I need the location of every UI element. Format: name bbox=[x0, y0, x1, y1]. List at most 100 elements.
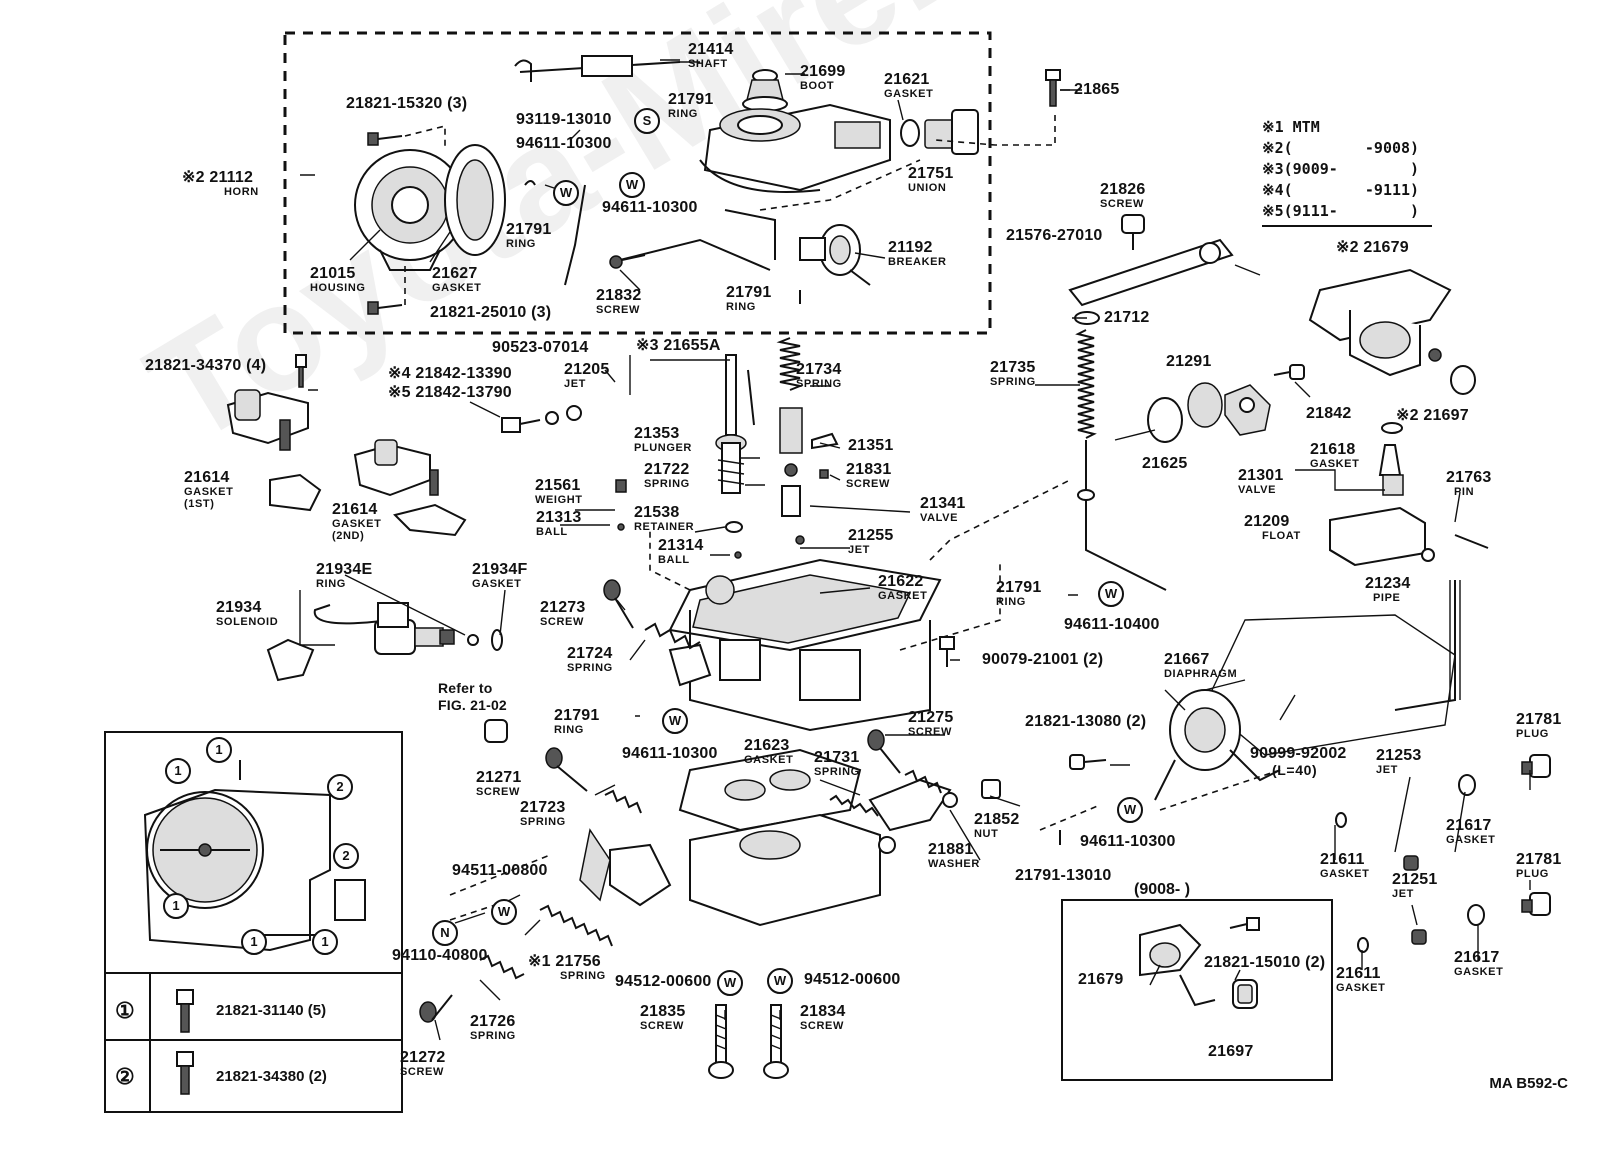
screw-21834 bbox=[763, 1004, 789, 1079]
plug-21697-inset bbox=[1232, 979, 1258, 1009]
legend-row-2: ※2( -9008) bbox=[1262, 139, 1420, 157]
gasket-21614-1st bbox=[269, 473, 322, 512]
horn-housing-21015 bbox=[354, 149, 466, 271]
pump-plunger-21353 bbox=[715, 354, 747, 494]
ring-21791 bbox=[524, 180, 536, 186]
table-ref-1: ① bbox=[115, 998, 135, 1023]
label-21821-15010: 21821-15010 (2) bbox=[1204, 954, 1326, 971]
plug-21697 bbox=[1450, 365, 1476, 395]
ball-21313 bbox=[617, 523, 625, 531]
screw-21865 bbox=[1045, 69, 1061, 107]
legend-row-1: ※1 MTM bbox=[1262, 118, 1320, 136]
variant-legend: ※1 MTM ※2( -9008) ※3(9009- ) ※4( -9111) … bbox=[1262, 118, 1432, 227]
valve-21301 bbox=[1378, 444, 1404, 496]
refer-note: Refer to FIG. 21-02 bbox=[438, 680, 507, 713]
screw-21826 bbox=[1121, 214, 1145, 250]
gasket-21623 bbox=[678, 748, 862, 832]
screw-21272 bbox=[419, 994, 453, 1023]
label-94611-10300-d: 94611-10300 bbox=[1080, 833, 1176, 850]
label-21821-15320: 21821-15320 (3) bbox=[346, 95, 468, 112]
label-21679: ※2 21679 bbox=[1336, 239, 1409, 256]
jet-21205 bbox=[747, 369, 755, 426]
pump-rod bbox=[1085, 440, 1167, 591]
screw-21821-15010 bbox=[1229, 917, 1260, 931]
fitting-ref bbox=[484, 719, 508, 743]
ref-circle-1: 1 bbox=[241, 929, 267, 955]
bracket-21842 bbox=[353, 439, 439, 497]
label-90079-21001: 90079-21001 (2) bbox=[982, 651, 1104, 668]
label-21842-13790: ※5 21842-13790 bbox=[388, 384, 512, 401]
inset-box-9008 bbox=[1061, 899, 1333, 1081]
weight-21561 bbox=[615, 479, 627, 493]
label-21842-13390: ※4 21842-13390 bbox=[388, 365, 512, 382]
label-21576-27010: 21576-27010 bbox=[1006, 227, 1103, 244]
spring-21731 bbox=[904, 769, 942, 794]
screw-21821-13080 bbox=[1069, 754, 1107, 770]
jet-21253 bbox=[1403, 855, 1419, 871]
screw-21821-15320 bbox=[367, 132, 403, 146]
spring-21735 bbox=[1075, 329, 1097, 439]
washer-21881 bbox=[942, 792, 958, 808]
washer-mark-w: W bbox=[662, 708, 688, 734]
gasket-21614-2nd bbox=[393, 503, 467, 537]
table-part-1: 21821-31140 (5) bbox=[216, 1002, 327, 1019]
label-21291: 21291 bbox=[1166, 353, 1212, 370]
bracket-21679 bbox=[1308, 268, 1452, 377]
washer-mark-w: W bbox=[553, 180, 579, 206]
table-ref-2: ② bbox=[115, 1064, 135, 1089]
washer-mark-w: W bbox=[717, 970, 743, 996]
screw-21273 bbox=[603, 579, 634, 629]
label-94611-10300-b: 94611-10300 bbox=[602, 199, 698, 216]
label-21351: 21351 bbox=[848, 437, 894, 454]
bracket-21679-inset bbox=[1139, 923, 1216, 1007]
spring-21724 bbox=[644, 622, 701, 650]
gasket-21617a bbox=[1458, 774, 1476, 796]
label-21679-inset: 21679 bbox=[1078, 971, 1124, 988]
screw-21835 bbox=[708, 1004, 734, 1079]
horn-gasket-21627 bbox=[444, 144, 506, 256]
screw-90079 bbox=[939, 636, 955, 667]
gasket-21618 bbox=[1381, 422, 1403, 434]
breaker-21192 bbox=[799, 224, 871, 286]
lever-21576 bbox=[1068, 238, 1234, 307]
spring-21726 bbox=[479, 954, 525, 980]
label-21712: 21712 bbox=[1104, 309, 1150, 326]
washer-mark-w: W bbox=[491, 899, 517, 925]
gasket-21625 bbox=[1147, 397, 1183, 443]
label-93119-13010: 93119-13010 bbox=[516, 111, 612, 128]
pipe-21234 bbox=[1394, 580, 1456, 711]
table-part-2: 21821-34380 (2) bbox=[216, 1068, 327, 1085]
label-94611-10400: 94611-10400 bbox=[1064, 616, 1160, 633]
gasket-21611b bbox=[1357, 937, 1369, 953]
label-21821-13080: 21821-13080 (2) bbox=[1025, 713, 1147, 730]
